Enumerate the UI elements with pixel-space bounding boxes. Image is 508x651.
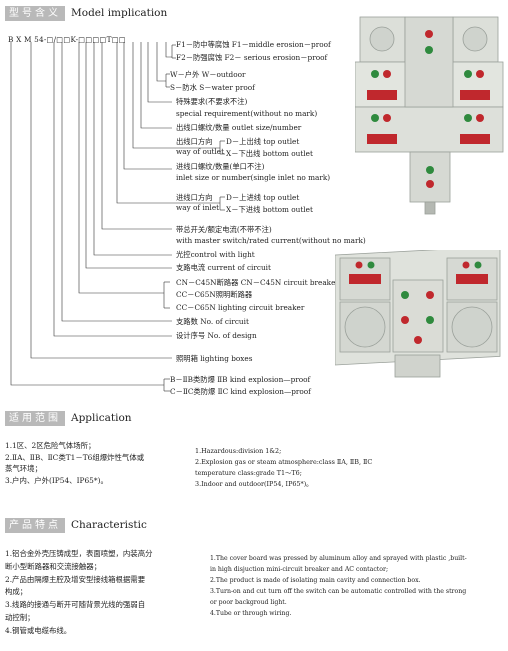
list-item: 2.产品由隔爆主腔及增安型接线箱根据需要	[5, 574, 146, 584]
label-inlet-bottom: X－下进线 bottom outlet	[226, 205, 313, 214]
label-inlet-top: D－上进线 top outlet	[226, 193, 300, 202]
label-inlet-way-en: way of inlet	[176, 203, 220, 212]
characteristic-cn-list: 1.铝合金外壳压铸成型，表面喷塑，内装高分 断小型断路器和交流接触器； 2.产品…	[5, 548, 152, 638]
label-circuit-current: 支路电流 current of circuit	[176, 263, 271, 272]
label-light-control: 光控control with light	[176, 250, 255, 259]
label-outlet-way-en: way of outlet	[176, 147, 225, 156]
characteristic-section-tag: 产品特点	[5, 517, 65, 533]
list-item: 动控制；	[5, 612, 35, 622]
model-diagram-lines	[10, 42, 225, 392]
label-master-en: with master switch/rated current(without…	[176, 236, 366, 245]
model-section-tag: 型号含义	[5, 5, 65, 21]
label-f2: F2－防强腐蚀 F2－ serious erosion－proof	[176, 53, 328, 62]
model-section-header: 型号含义 Model implication	[5, 5, 168, 21]
label-outlet-top: D－上出线 top outlet	[226, 137, 300, 146]
label-master-cn: 带总开关/额定电流(不带不注)	[176, 225, 272, 234]
label-inlet-way-cn: 进线口方向	[176, 193, 213, 202]
label-cc-breaker-cn: CC－C65N照明断路器	[176, 290, 253, 299]
list-item: 2.ⅡA、ⅡB、ⅡC类T1－T6组爆炸性气体或	[5, 452, 145, 462]
label-w: W－户外 W－outdoor	[170, 70, 246, 79]
label-class-c: C－ⅡC类防爆 ⅡC kind explosion—proof	[170, 387, 311, 396]
product-photo-wide	[335, 250, 501, 378]
application-section-title: Application	[71, 412, 132, 424]
list-item: temperature class:grade T1～T6;	[195, 469, 302, 477]
label-special-cn: 特殊要求(不要求不注)	[176, 97, 248, 106]
product-photo-tall	[355, 16, 504, 215]
label-s: S－防水 S－water proof	[170, 83, 255, 92]
list-item: in high disjuction mini-circuit breaker …	[210, 566, 389, 573]
label-inlet-size-en: inlet size or number(single inlet no mar…	[176, 173, 331, 182]
label-lighting-box: 照明箱 lighting boxes	[176, 354, 253, 363]
characteristic-en-list: 1.The cover board was pressed by aluminu…	[210, 553, 467, 619]
application-section-tag: 适用范围	[5, 410, 65, 426]
model-section-title: Model implication	[71, 7, 168, 19]
characteristic-section-header: 产品特点 Characteristic	[5, 517, 147, 533]
list-item: 断小型断路器和交流接触器；	[5, 561, 102, 571]
label-outlet-way-cn: 出线口方向	[176, 137, 213, 146]
list-item: 4.钢管或电缆布线。	[5, 625, 72, 635]
characteristic-section-title: Characteristic	[71, 519, 147, 531]
application-cn-list: 1.1区、2区危险气体场所； 2.ⅡA、ⅡB、ⅡC类T1－T6组爆炸性气体或 蒸…	[5, 440, 144, 486]
list-item: 1.The cover board was pressed by aluminu…	[210, 555, 467, 562]
list-item: 3.户内、户外(IP54、IP65*)。	[5, 475, 108, 485]
label-special-en: special requirement(without no mark)	[176, 109, 318, 118]
label-outlet-size: 出线口螺纹/数量 outlet size/number	[176, 123, 302, 132]
list-item: 1.铝合金外壳压铸成型，表面喷塑，内装高分	[5, 549, 153, 558]
list-item: or poor backgroud light.	[210, 599, 287, 606]
list-item: 4.Tube or through wiring.	[210, 610, 292, 617]
list-item: 蒸气环境；	[5, 464, 42, 473]
application-section-header: 适用范围 Application	[5, 410, 132, 426]
list-item: 3.线路的接通与断开可随背景光线的强弱自	[5, 600, 146, 610]
label-outlet-bottom: X－下出线 bottom outlet	[226, 149, 313, 158]
list-item: 2.Explosion gas or steam atmosphere:clas…	[195, 458, 373, 466]
label-cn-breaker: CN－C45N断路器 CN－C45N circuit breaker	[176, 278, 339, 287]
label-circuit-no: 支路数 No. of circuit	[176, 317, 249, 326]
label-inlet-size-cn: 进线口螺纹/数量(单口不注)	[176, 162, 265, 171]
list-item: 1.Hazardous:division 1&2;	[195, 447, 282, 455]
label-class-b: B－ⅡB类防爆 ⅡB kind explosion—proof	[170, 375, 311, 384]
list-item: 2.The product is made of isolating main …	[210, 577, 421, 584]
label-cc-breaker-en: CC－C65N lighting circuit breaker	[176, 303, 305, 312]
list-item: 1.1区、2区危险气体场所；	[5, 441, 96, 450]
model-code: B X M 54-□/□□K-□□□□T□□	[8, 35, 126, 44]
application-en-list: 1.Hazardous:division 1&2; 2.Explosion ga…	[195, 446, 372, 490]
label-design-no: 设计序号 No. of design	[176, 331, 257, 340]
list-item: 3.Turn-on and cut turn off the switch ca…	[210, 588, 467, 595]
list-item: 构成；	[5, 587, 28, 597]
list-item: 3.Indoor and outdoor(IP54, IP65*)。	[195, 480, 313, 488]
label-f1: F1－防中等腐蚀 F1－middle erosion－proof	[176, 40, 331, 49]
